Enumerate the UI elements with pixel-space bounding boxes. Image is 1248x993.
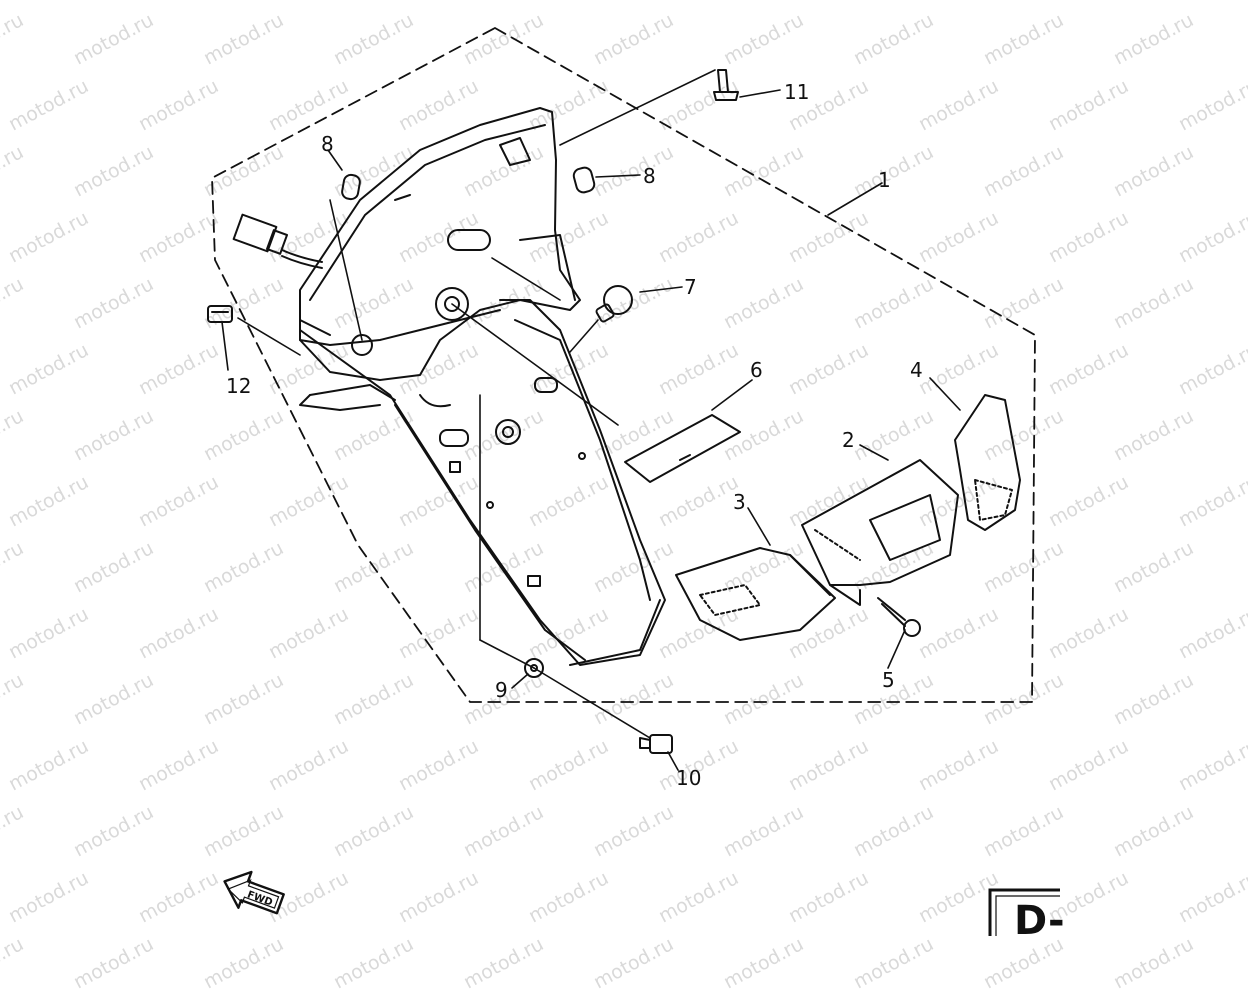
exploded-parts-diagram: motod.ru motod.ru motod.ru motod.ru motod.ru… (0, 9, 1248, 993)
callout-2: 2 (842, 428, 855, 452)
watermark-text: motod.ru (200, 933, 288, 993)
callout-6: 6 (750, 358, 763, 382)
callout-7: 7 (684, 275, 697, 299)
watermark-text: motod.ru (1110, 933, 1198, 993)
watermark-text: motod.ru (0, 933, 28, 993)
screw-part-11 (713, 69, 739, 101)
watermark-text: motod.ru (460, 933, 548, 993)
section-box: D- (988, 888, 1065, 936)
washer-part-9 (524, 658, 544, 678)
screw-part-5 (877, 597, 921, 637)
watermark-text: motod.ru (590, 933, 678, 993)
rear-fender-part (299, 299, 666, 666)
callout-3: 3 (733, 490, 746, 514)
watermark-text: motod.ru (980, 933, 1068, 993)
bulb-part-8b (572, 166, 596, 194)
watermark-text: motod.ru (720, 933, 808, 993)
callout-11: 11 (784, 80, 810, 104)
callout-10: 10 (676, 766, 702, 790)
clip-part-12 (207, 305, 233, 323)
watermark-text: motod.ru (330, 933, 418, 993)
section-label: D- (1014, 898, 1065, 936)
leader-lines (221, 69, 961, 771)
callout-12: 12 (226, 374, 252, 398)
callout-9: 9 (495, 678, 508, 702)
assembly-boundary-dashed (211, 27, 1036, 703)
bolt-part-10 (639, 734, 673, 754)
parts-drawing: FWD D- (207, 27, 1065, 936)
callout-5: 5 (882, 668, 895, 692)
lens-part-3 (675, 547, 836, 641)
lens-part-2 (801, 459, 959, 606)
callout-8b: 8 (643, 164, 656, 188)
bulb-part-8a (341, 173, 361, 201)
wiring-harness (232, 213, 323, 269)
bulb-part-7 (595, 285, 633, 323)
watermark-text: motod.ru (70, 933, 158, 993)
callout-1: 1 (878, 168, 891, 192)
forward-direction-arrow: FWD (223, 870, 285, 915)
callout-4: 4 (910, 358, 923, 382)
plate-part-6 (624, 414, 741, 483)
watermark-text: motod.ru (850, 933, 938, 993)
lens-part-4 (954, 394, 1021, 531)
tail-light-housing (299, 107, 581, 381)
callout-8a: 8 (321, 132, 334, 156)
